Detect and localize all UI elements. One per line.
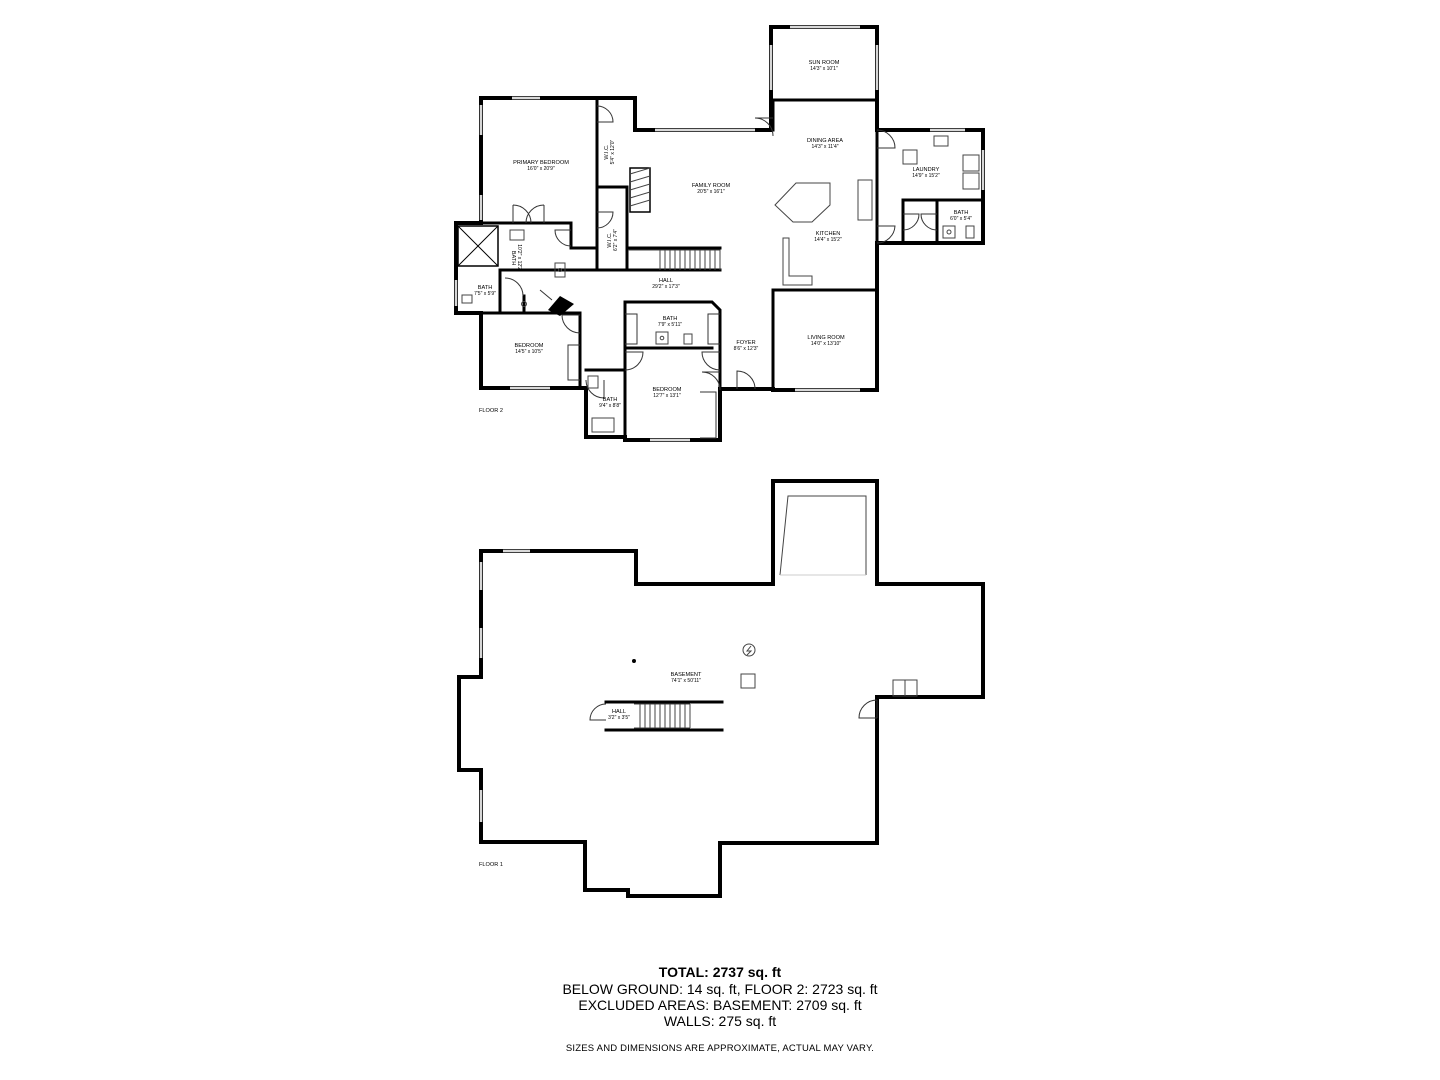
floor-1-plan [457,479,985,898]
support-post [632,659,636,663]
room-name: SUN ROOM [809,60,840,66]
electrical-bolt-icon [745,645,753,656]
floor-2-plan [454,25,985,442]
basement-fixture [892,679,906,697]
room-name: PRIMARY BEDROOM [513,160,569,166]
basement-door [858,699,878,719]
electrical-panel-icon [742,643,756,657]
room-dims: 16'0" x 20'9" [527,166,555,172]
room-name: W.I.C. [607,232,613,248]
room-dims: 7'5" x 5'9" [474,291,496,297]
fireplace [629,167,651,213]
floor-2-fixtures [461,135,980,433]
room-name: BATH [663,316,678,322]
basement-fixture [904,679,918,697]
room-name: BEDROOM [653,387,682,393]
room-name: HALL [612,709,626,715]
floor-2-stairs [659,250,716,270]
room-name: BEDROOM [515,343,544,349]
kitchen-island [774,182,831,223]
room-name: DINING AREA [807,138,843,144]
floor-1-outer-wall [457,479,985,898]
room-dims: 14'5" x 10'5" [515,349,543,355]
walls-area: WALLS: 275 sq. ft [663,1013,777,1029]
floor-1-room-labels: BASEMENT 74'1" x 50'11" HALL 3'2" x 3'5" [608,672,702,721]
floor-2-interior-walls [479,98,985,442]
room-name: FOYER [736,340,755,346]
room-name: BATH [954,210,969,216]
basement-stairs [634,703,691,729]
room-name: BATH [510,251,516,266]
room-name: FAMILY ROOM [692,183,731,189]
shower [457,225,499,267]
room-name: LAUNDRY [913,167,940,173]
room-dims: 20'5" x 16'1" [697,189,725,195]
room-name: W.I.C. [604,144,610,160]
total-area: TOTAL: 2737 sq. ft [658,964,782,980]
room-name: LIVING ROOM [807,335,845,341]
room-dims: 7'9" x 5'11" [658,322,682,328]
room-dims: 5'4" x 12'0" [610,139,616,164]
room-dims: 6'0" x 5'4" [950,216,972,222]
room-name: KITCHEN [816,231,841,237]
room-dims: 9'4" x 8'8" [599,403,621,409]
floor-2-room-labels: SUN ROOM 14'3" x 10'1" PRIMARY BEDROOM 1… [474,60,972,409]
floor-1-label: FLOOR 1 [479,862,503,868]
room-name: HALL [659,278,673,284]
room-dims: 74'1" x 50'11" [671,678,701,684]
disclaimer: SIZES AND DIMENSIONS ARE APPROXIMATE, AC… [565,1043,875,1054]
room-name: BATH [478,285,493,291]
floor-2-doors [504,105,938,439]
room-dims: 8'6" x 12'3" [734,346,759,352]
floor-2-label: FLOOR 2 [479,408,503,414]
kitchen-appliance [857,179,873,221]
room-dims: 14'3" x 10'1" [810,66,838,72]
basement-hall-door [589,703,607,721]
basement-fixture [740,673,756,689]
room-dims: 14'3" x 11'4" [811,144,838,150]
floor-1-windows [479,549,530,822]
room-dims: 14'0" x 13'10" [811,341,841,347]
room-dims: 29'2" x 17'3" [652,284,680,290]
room-dims: 12'7" x 13'1" [653,393,681,399]
floor-2-window-marks [455,26,984,441]
room-name: BASEMENT [671,672,702,678]
room-dims: 14'9" x 15'2" [912,173,940,179]
excluded-areas: EXCLUDED AREAS: BASEMENT: 2709 sq. ft [578,997,862,1013]
kitchen-counter [782,237,813,286]
corner-column [548,296,574,316]
room-name: BATH [603,397,618,403]
area-breakdown: BELOW GROUND: 14 sq. ft, FLOOR 2: 2723 s… [562,981,878,997]
room-dims: 3'2" x 3'5" [608,715,630,721]
excluded-area-outline [779,495,867,576]
room-dims: 14'4" x 15'2" [814,237,842,243]
room-dims: 10'2" x 12'2" [516,244,522,272]
room-dims: 6'2" x 7'4" [613,229,619,251]
basement-stair-wall [604,700,724,732]
